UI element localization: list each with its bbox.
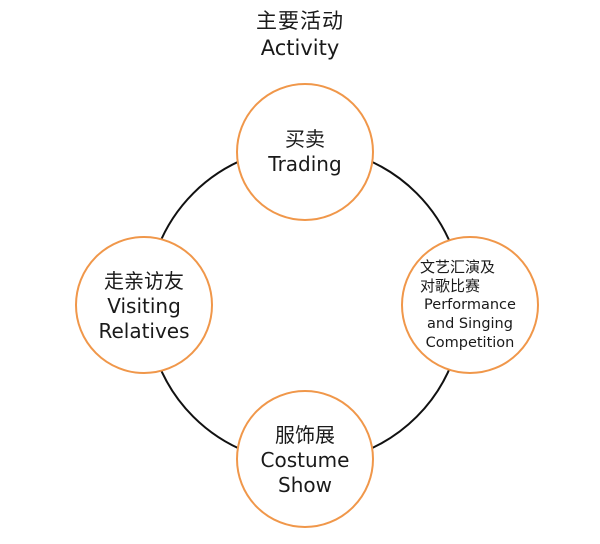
- node-visiting-zh: 走亲访友: [104, 268, 184, 293]
- node-costume-zh: 服饰展: [275, 422, 335, 447]
- node-performance-en-line3: Competition: [425, 334, 515, 351]
- node-performance-zh-line2: 对歌比赛: [420, 276, 481, 295]
- node-performance-en-line1: Performance: [424, 296, 516, 313]
- node-circle-costume: [236, 390, 374, 528]
- node-costume-en-line1: Costume: [260, 447, 350, 472]
- node-performance-zh-line1: 文艺汇演及: [420, 257, 496, 276]
- node-performance: 文艺汇演及 对歌比赛 Performance and Singing Compe…: [404, 254, 536, 356]
- diagram-title: 主要活动 Activity: [0, 8, 600, 62]
- node-costume-en-line2: Show: [278, 472, 332, 497]
- node-costume: 服饰展 Costume Show: [237, 420, 373, 500]
- node-circle-visiting: [75, 236, 213, 374]
- node-performance-en-line2: and Singing: [427, 315, 513, 332]
- node-visiting: 走亲访友 Visiting Relatives: [76, 266, 212, 346]
- node-trading: 买卖 Trading: [237, 112, 373, 192]
- node-circle-trading: [236, 83, 374, 221]
- node-visiting-en-line1: Visiting: [107, 293, 181, 318]
- title-chinese: 主要活动: [256, 9, 344, 33]
- node-visiting-en-line2: Relatives: [98, 318, 190, 343]
- node-trading-zh: 买卖: [285, 127, 325, 151]
- node-circle-performance: [401, 236, 539, 374]
- title-english: Activity: [260, 36, 340, 60]
- node-trading-en: Trading: [268, 152, 342, 176]
